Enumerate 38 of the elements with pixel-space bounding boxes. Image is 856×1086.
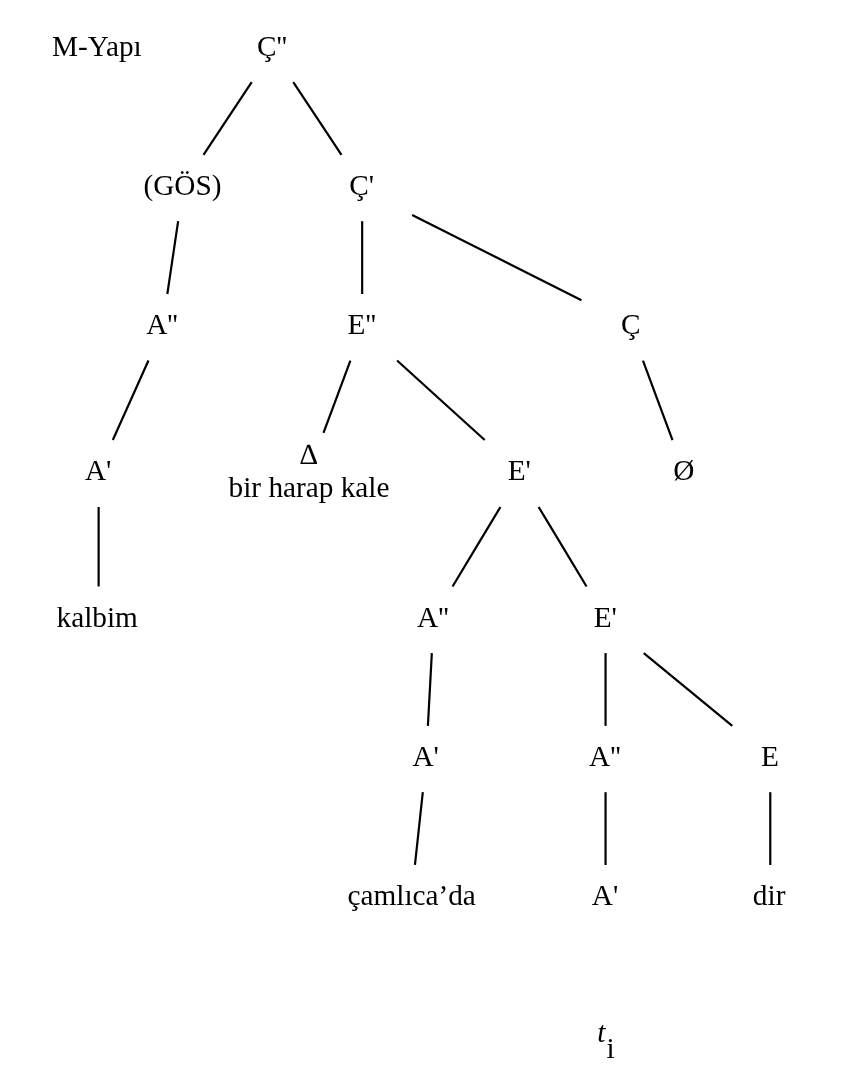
node-text: (GÖS)	[142, 168, 222, 201]
node-text: A'	[411, 739, 439, 772]
node-text: A'	[84, 454, 111, 487]
connector	[202, 81, 253, 156]
connector	[413, 792, 424, 866]
connector	[642, 652, 733, 727]
connector	[641, 360, 674, 441]
node-text: Ø	[672, 454, 694, 487]
node-text: Ç'	[348, 168, 374, 201]
connector	[426, 653, 433, 726]
node-text: E''	[347, 308, 376, 340]
connector	[360, 221, 363, 294]
node-text: A''	[416, 600, 449, 633]
connector	[603, 792, 607, 865]
connector	[321, 360, 351, 434]
connector	[768, 792, 771, 865]
node-text: Ç''	[256, 29, 287, 62]
node-text: E'	[507, 454, 531, 487]
node-text: E'	[593, 600, 617, 633]
connector	[165, 221, 179, 295]
node-text: Ç	[620, 308, 641, 340]
node-text: çamlıca’da	[347, 878, 476, 911]
node-text: A''	[145, 308, 178, 340]
connector	[603, 653, 607, 726]
connector	[111, 360, 149, 441]
connector	[97, 506, 100, 587]
node-text: A'	[591, 878, 618, 911]
node-text: E	[760, 739, 779, 772]
connector	[411, 213, 582, 302]
connector	[451, 506, 501, 587]
connector	[537, 506, 587, 587]
connector	[395, 359, 485, 441]
node-text: dir	[752, 878, 785, 911]
node-text: ∆ bir harap kale	[228, 437, 389, 503]
label: M-Yapı	[51, 29, 142, 62]
node-text: A''	[588, 739, 621, 772]
connector	[291, 81, 342, 156]
node-text: kalbim	[56, 600, 138, 633]
